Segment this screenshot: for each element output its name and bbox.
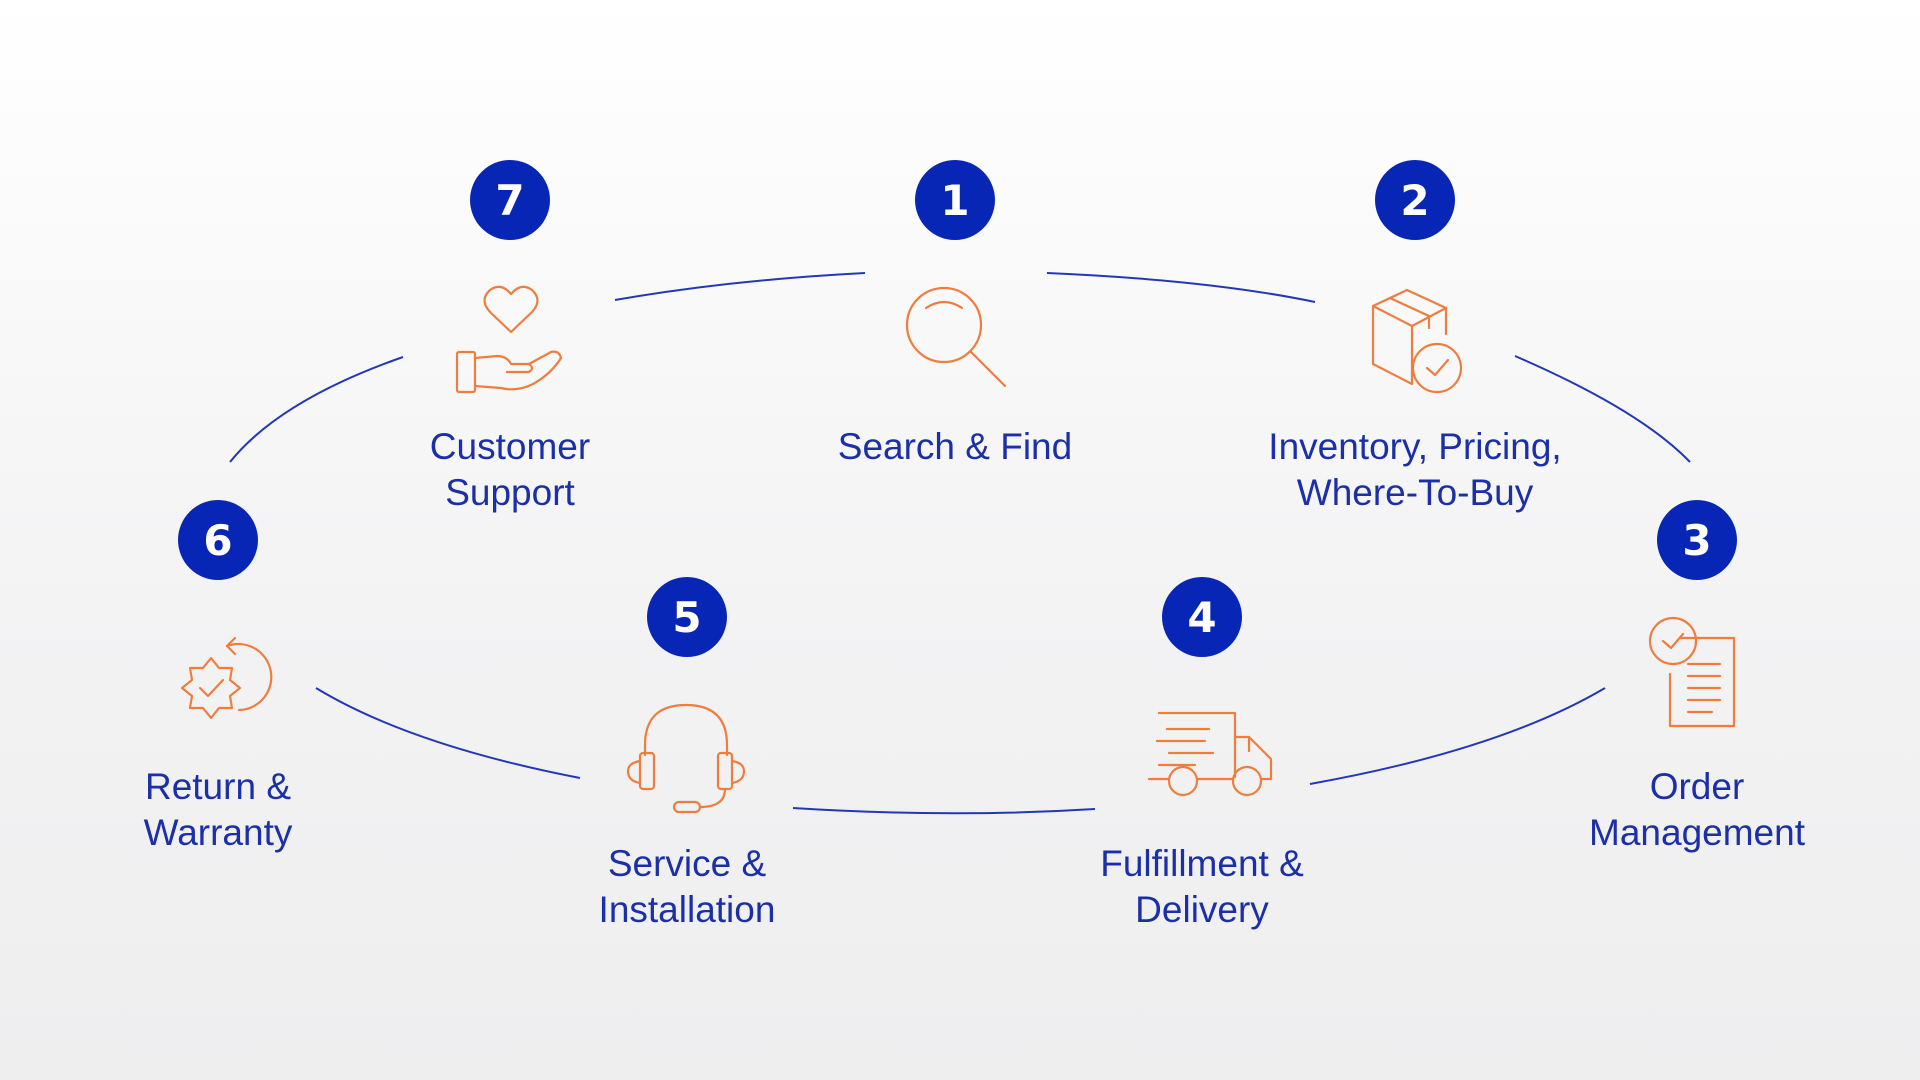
step-number-badge: 7 <box>470 160 550 240</box>
step-label: Search & Find <box>775 424 1135 470</box>
step-label: Customer Support <box>330 424 690 516</box>
return-badge-icon <box>153 616 283 746</box>
step-label-line-2: Where-To-Buy <box>1296 472 1534 513</box>
search-icon <box>890 276 1020 406</box>
step-6-return-warranty: 6 Return & Warranty <box>38 500 398 856</box>
hand-heart-icon <box>445 276 575 406</box>
step-label-line-1: Service & <box>607 843 767 884</box>
step-5-service-installation: 5 Service & Installation <box>507 577 867 933</box>
step-4-fulfillment-delivery: 4 Fulfillment & Delivery <box>1022 577 1382 933</box>
step-number-badge: 3 <box>1657 500 1737 580</box>
delivery-truck-icon <box>1137 693 1273 823</box>
step-label: Return & Warranty <box>38 764 398 856</box>
step-label-line-1: Fulfillment & <box>1100 843 1304 884</box>
step-label-line-1: Order <box>1649 766 1745 807</box>
step-label: Service & Installation <box>507 841 867 933</box>
connector-4-5 <box>792 807 1096 815</box>
step-label-line-2: Management <box>1589 812 1805 853</box>
step-7-customer-support: 7 Customer Support <box>330 160 690 516</box>
step-2-inventory-pricing: 2 Inventory, Pricing, Where-To-Buy <box>1235 160 1595 516</box>
step-label: Fulfillment & Delivery <box>1022 841 1382 933</box>
step-1-search-and-find: 1 Search & Find <box>775 160 1135 470</box>
step-number-badge: 4 <box>1162 577 1242 657</box>
step-label-line-2: Installation <box>598 889 776 930</box>
step-label-line-1: Search & Find <box>837 426 1073 467</box>
step-label-line-2: Support <box>445 472 575 513</box>
step-label-line-1: Customer <box>429 426 591 467</box>
connector-3-4 <box>1309 687 1606 785</box>
step-number-badge: 1 <box>915 160 995 240</box>
headset-icon <box>622 693 752 823</box>
step-number-badge: 5 <box>647 577 727 657</box>
step-number-badge: 2 <box>1375 160 1455 240</box>
connector-6-7 <box>229 356 404 463</box>
step-label-line-1: Inventory, Pricing, <box>1268 426 1562 467</box>
connector-7-1 <box>614 272 866 301</box>
step-label: Inventory, Pricing, Where-To-Buy <box>1235 424 1595 516</box>
step-label-line-2: Delivery <box>1135 889 1269 930</box>
step-label-line-2: Warranty <box>143 812 293 853</box>
step-label-line-1: Return & <box>144 766 291 807</box>
step-3-order-management: 3 Order Management <box>1517 500 1877 856</box>
order-document-icon <box>1632 616 1762 746</box>
connector-1-2 <box>1046 272 1316 303</box>
step-label: Order Management <box>1517 764 1877 856</box>
step-number-badge: 6 <box>178 500 258 580</box>
connector-2-3 <box>1514 355 1691 463</box>
box-check-icon <box>1350 276 1480 406</box>
connector-5-6 <box>315 687 581 779</box>
